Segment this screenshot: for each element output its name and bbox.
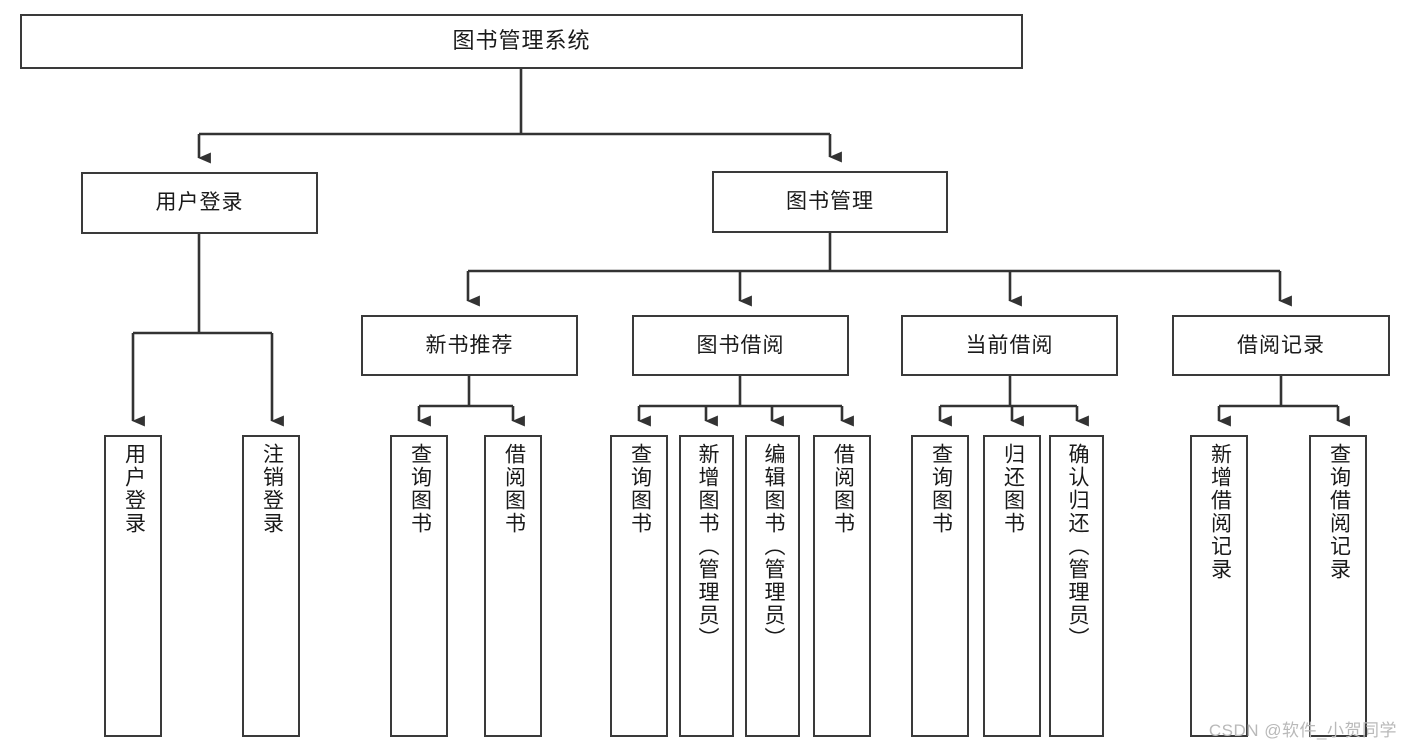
node-book-manage-label: 图书管理 (786, 190, 874, 214)
watermark: CSDN @软件_小贺同学 (1208, 721, 1397, 740)
node-leaf-add-borrow-record[interactable]: 新增借阅记录 (1190, 435, 1248, 737)
node-leaf-return-book-label: 归还图书 (1001, 443, 1025, 535)
node-current-borrow[interactable]: 当前借阅 (901, 315, 1118, 376)
node-book-manage[interactable]: 图书管理 (712, 171, 948, 233)
node-leaf-logout-label: 注销登录 (260, 443, 284, 535)
node-leaf-query-borrow-record-label: 查询借阅记录 (1327, 443, 1351, 581)
node-borrow-record-label: 借阅记录 (1237, 333, 1325, 357)
node-new-book-rec-label: 新书推荐 (425, 333, 514, 357)
node-leaf-add-book-admin-label: 新增图书（管理员） (695, 443, 719, 650)
node-leaf-return-book[interactable]: 归还图书 (983, 435, 1041, 737)
node-leaf-edit-book-admin-label: 编辑图书（管理员） (761, 443, 785, 650)
node-user-login[interactable]: 用户登录 (81, 172, 318, 234)
node-leaf-borrow-book-bor-label: 借阅图书 (831, 443, 855, 535)
node-new-book-rec[interactable]: 新书推荐 (361, 315, 578, 376)
node-leaf-user-login-label: 用户登录 (122, 443, 146, 535)
node-leaf-add-borrow-record-label: 新增借阅记录 (1208, 443, 1232, 581)
node-leaf-borrow-book-bor[interactable]: 借阅图书 (813, 435, 871, 737)
node-borrow-record[interactable]: 借阅记录 (1172, 315, 1390, 376)
node-leaf-query-book-bor-label: 查询图书 (628, 443, 652, 535)
node-leaf-query-book-rec-label: 查询图书 (408, 443, 432, 535)
node-leaf-logout[interactable]: 注销登录 (242, 435, 300, 737)
node-root[interactable]: 图书管理系统 (20, 14, 1023, 69)
node-leaf-borrow-book-rec[interactable]: 借阅图书 (484, 435, 542, 737)
node-book-borrow-label: 图书借阅 (696, 333, 785, 357)
node-current-borrow-label: 当前借阅 (965, 333, 1054, 357)
node-leaf-confirm-return-admin[interactable]: 确认归还（管理员） (1049, 435, 1104, 737)
node-leaf-query-book-cur-label: 查询图书 (929, 443, 953, 535)
node-root-label: 图书管理系统 (452, 28, 591, 54)
node-leaf-confirm-return-admin-label: 确认归还（管理员） (1065, 443, 1089, 650)
node-leaf-query-book-rec[interactable]: 查询图书 (390, 435, 448, 737)
node-leaf-query-book-bor[interactable]: 查询图书 (610, 435, 668, 737)
node-leaf-user-login[interactable]: 用户登录 (104, 435, 162, 737)
node-leaf-edit-book-admin[interactable]: 编辑图书（管理员） (745, 435, 800, 737)
node-leaf-add-book-admin[interactable]: 新增图书（管理员） (679, 435, 734, 737)
node-leaf-query-book-cur[interactable]: 查询图书 (911, 435, 969, 737)
node-book-borrow[interactable]: 图书借阅 (632, 315, 849, 376)
node-leaf-query-borrow-record[interactable]: 查询借阅记录 (1309, 435, 1367, 737)
node-leaf-borrow-book-rec-label: 借阅图书 (502, 443, 526, 535)
node-user-login-label: 用户登录 (155, 191, 244, 215)
